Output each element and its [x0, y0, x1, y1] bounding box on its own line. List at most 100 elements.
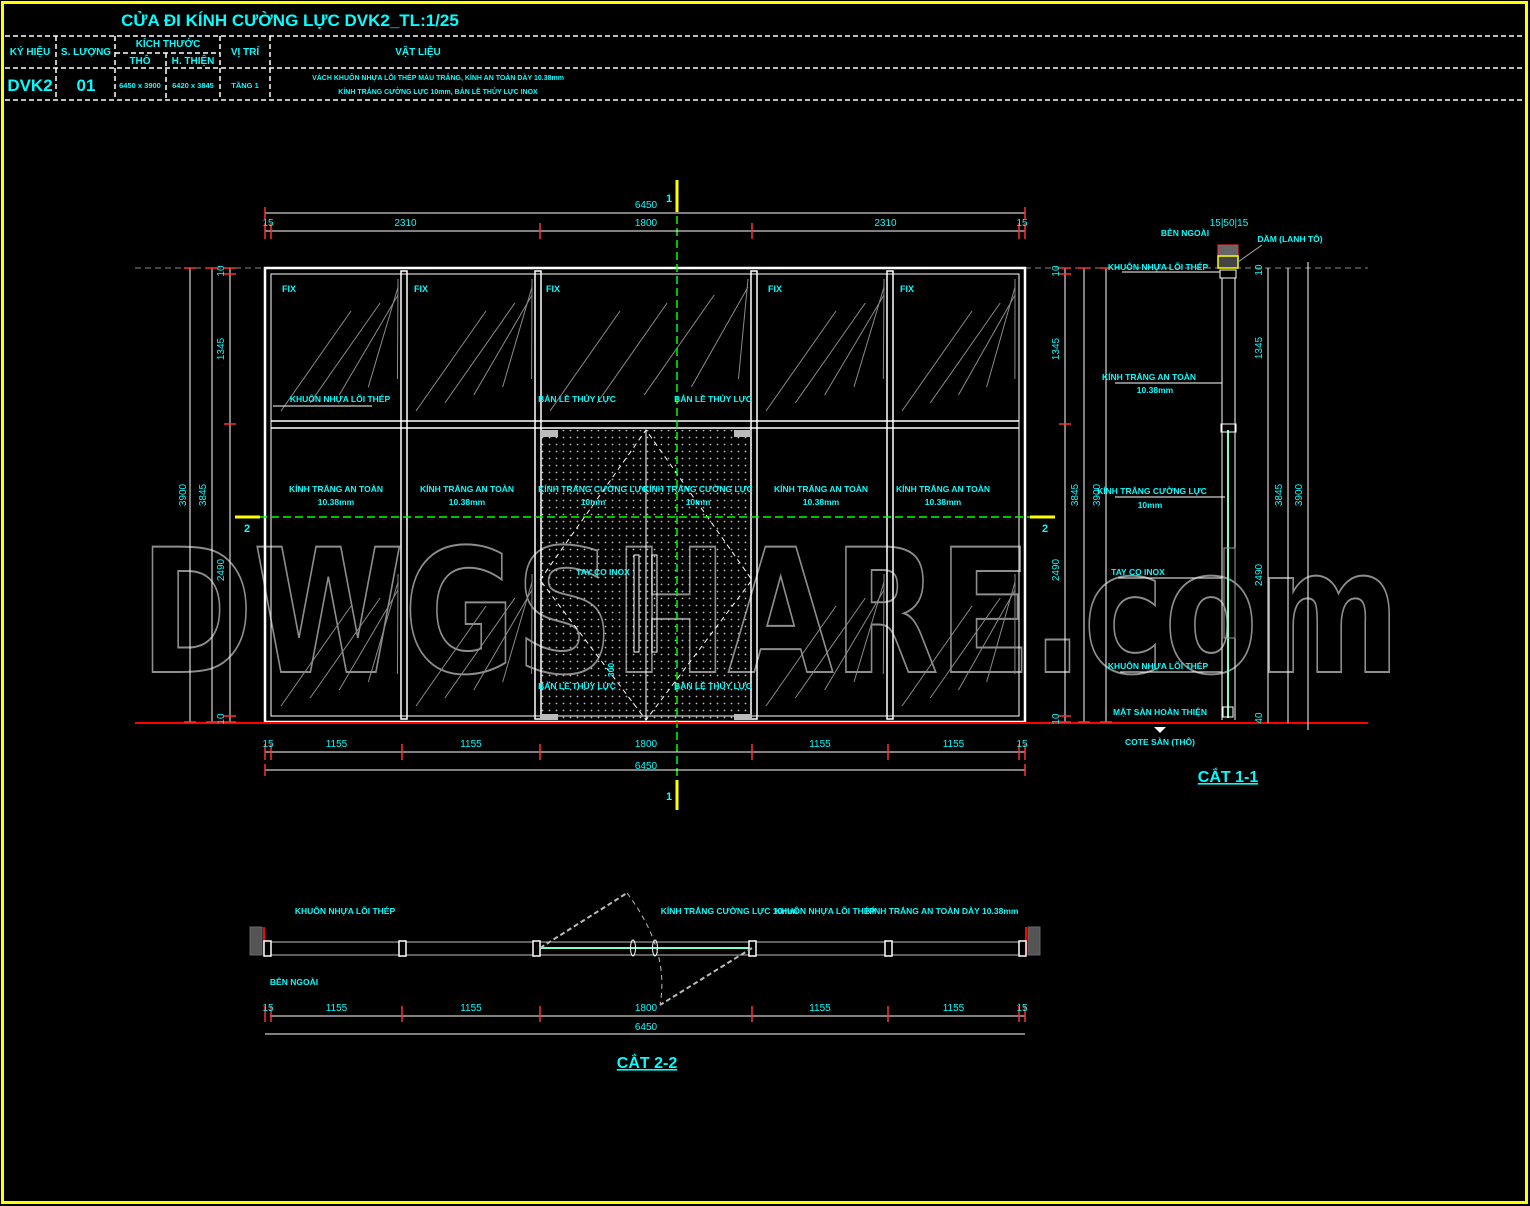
dimension-label: 1800 — [635, 218, 658, 229]
svg-text:1: 1 — [666, 791, 672, 803]
hatch-line — [502, 581, 533, 683]
row-material-1: VÁCH KHUÔN NHỰA LÕI THÉP MÀU TRẮNG, KÍNH… — [312, 73, 564, 82]
frame-top-label: KHUÔN NHỰA LÕI THÉP — [1108, 261, 1209, 272]
tempered-glass-label: KÍNH TRẮNG CƯỜNG LỰC — [643, 483, 753, 494]
finished-floor-label: MẶT SÀN HOÀN THIỆN — [1113, 706, 1207, 717]
handle-dim: 300 — [606, 663, 616, 677]
section-2-2: KHUÔN NHỰA LÕI THÉP KÍNH TRẮNG CƯỜNG LỰC… — [249, 892, 1041, 1072]
outside-label: BÊN NGOÀI — [270, 976, 318, 987]
hatch-line — [280, 605, 352, 707]
mullion — [400, 270, 408, 720]
handle-section — [652, 939, 658, 957]
hatch-line — [882, 278, 885, 380]
section-1-1-title: CẮT 1-1 — [1198, 767, 1259, 786]
dimension-label: 1155 — [460, 739, 482, 750]
watermark: DWGSHARE.com — [140, 512, 1400, 713]
dimension-label: 10 — [1051, 265, 1062, 277]
section-marker-2-left: 2 — [235, 515, 260, 535]
hinge-label: BẢN LỀ THỦY LỰC — [674, 680, 752, 691]
fix-label: FIX — [282, 284, 296, 294]
header-quantity: S. LƯỢNG — [61, 47, 111, 58]
hatch-line — [444, 302, 516, 404]
dimension-label: 1345 — [1051, 337, 1062, 360]
hatch-line — [415, 605, 487, 707]
dimension-label: 1345 — [216, 337, 227, 360]
hinge-label: BẢN LỀ THỦY LỰC — [538, 680, 616, 691]
hinge-top-right — [734, 430, 752, 437]
header-rough: THÔ — [129, 54, 150, 67]
hatch-line — [502, 286, 533, 388]
frame-post — [748, 940, 757, 957]
pull-handle-left — [633, 554, 640, 653]
dim-3900: 3900 — [1294, 483, 1305, 506]
safety-glass-thk: 10.38mm — [1137, 385, 1174, 395]
header-finished: H. THIỆN — [172, 54, 215, 67]
top-dim: 15|50|15 — [1210, 218, 1249, 229]
fix-label: FIX — [546, 284, 560, 294]
hatch-line — [901, 605, 973, 707]
row-material-2: KÍNH TRẮNG CƯỜNG LỰC 10mm, BẢN LỀ THỦY L… — [338, 86, 538, 96]
dimension-label: 15 — [262, 218, 274, 229]
fix-label: FIX — [768, 284, 782, 294]
dim-2490: 2490 — [1254, 563, 1265, 586]
height-inner-right: 3845 — [1070, 483, 1081, 506]
frame-post — [398, 940, 407, 957]
dim-40: 40 — [1254, 712, 1265, 724]
hatch-line — [765, 605, 837, 707]
frame-left-label: KHUÔN NHỰA LÕI THÉP — [295, 905, 396, 916]
hatch-line — [882, 573, 885, 675]
safety-glass-label: KÍNH TRẮNG AN TOÀN — [420, 484, 514, 494]
glass-hatching — [280, 278, 1016, 707]
tempered-glass-label: KÍNH TRẮNG CƯỜNG LỰC — [538, 483, 648, 494]
handle-label: TAY CO INOX — [576, 567, 630, 577]
hatch-line — [824, 589, 885, 691]
dimension-label: 10 — [216, 713, 227, 725]
hatch-line — [853, 286, 885, 388]
section-marker-1-top: 1 — [666, 180, 679, 212]
hatch-line — [958, 589, 1016, 691]
dim-1345: 1345 — [1254, 336, 1265, 359]
dimension-label: 10 — [1051, 713, 1062, 725]
svg-text:1: 1 — [666, 193, 672, 205]
handle-label: TAY CO INOX — [1111, 567, 1165, 577]
hatch-line — [444, 597, 516, 699]
hinge-bottom-left — [540, 714, 558, 720]
hatch-line — [309, 302, 381, 404]
header-material: VẬT LIỆU — [395, 45, 441, 58]
dimension-label: 1155 — [943, 1003, 965, 1014]
hatch-line — [473, 294, 533, 396]
tempered-glass-label: KÍNH TRẮNG CƯỜNG LỰC — [1097, 485, 1207, 496]
dimension-label: 15 — [1016, 739, 1028, 750]
hinge-top-left — [540, 430, 558, 437]
dimension-label: 2310 — [394, 218, 417, 229]
dimension-label: 1155 — [943, 739, 965, 750]
tempered-glass-thk: 10mm — [1138, 500, 1163, 510]
frame-bottom-label: KHUÔN NHỰA LÕI THÉP — [1108, 660, 1209, 671]
hatch-line — [415, 310, 487, 412]
dimension-label: 1155 — [809, 739, 831, 750]
hatch-line — [280, 310, 352, 412]
svg-text:2: 2 — [1042, 523, 1048, 535]
hatch-line — [794, 597, 866, 699]
dimension-label: 1155 — [326, 1003, 348, 1014]
row-location: TẦNG 1 — [231, 80, 259, 90]
hatch-line — [367, 581, 399, 683]
frame-post — [884, 940, 893, 957]
tempered-glass-thickness: 10mm — [581, 497, 606, 507]
mullion — [750, 270, 758, 720]
height-inner-left: 3845 — [198, 483, 209, 506]
hatch-line — [690, 286, 749, 388]
hatch-line — [824, 294, 885, 396]
mullion — [886, 270, 894, 720]
safety-glass-label: KÍNH TRẮNG AN TOÀN — [289, 484, 383, 494]
hatch-line — [643, 294, 715, 396]
safety-glass-thickness: 10.38mm — [925, 497, 962, 507]
dimension-label: 2490 — [216, 558, 227, 581]
hinge-label: BẢN LỀ THỦY LỰC — [538, 393, 616, 404]
dimension-label: 1155 — [326, 739, 348, 750]
tempered-glass-thickness: 10mm — [686, 497, 711, 507]
dim-10: 10 — [1254, 264, 1265, 276]
row-quantity: 01 — [77, 76, 96, 95]
